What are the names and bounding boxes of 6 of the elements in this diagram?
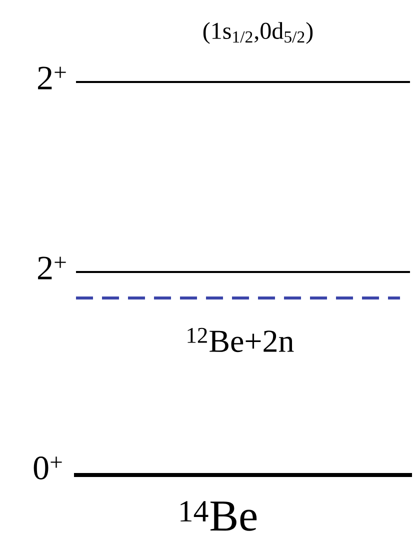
level-label: 0$^{+}$ (34, 456, 62, 480)
level-label: $^{14}$Be (180, 501, 257, 531)
level-label: $^{12}$Be+2n (188, 328, 294, 352)
level-label: (1s$_{1/2}$,0d$_{5/2}$) (203, 22, 313, 44)
level-label: 2$^{+}$ (38, 66, 66, 90)
level-label: 2$^{+}$ (38, 256, 66, 280)
